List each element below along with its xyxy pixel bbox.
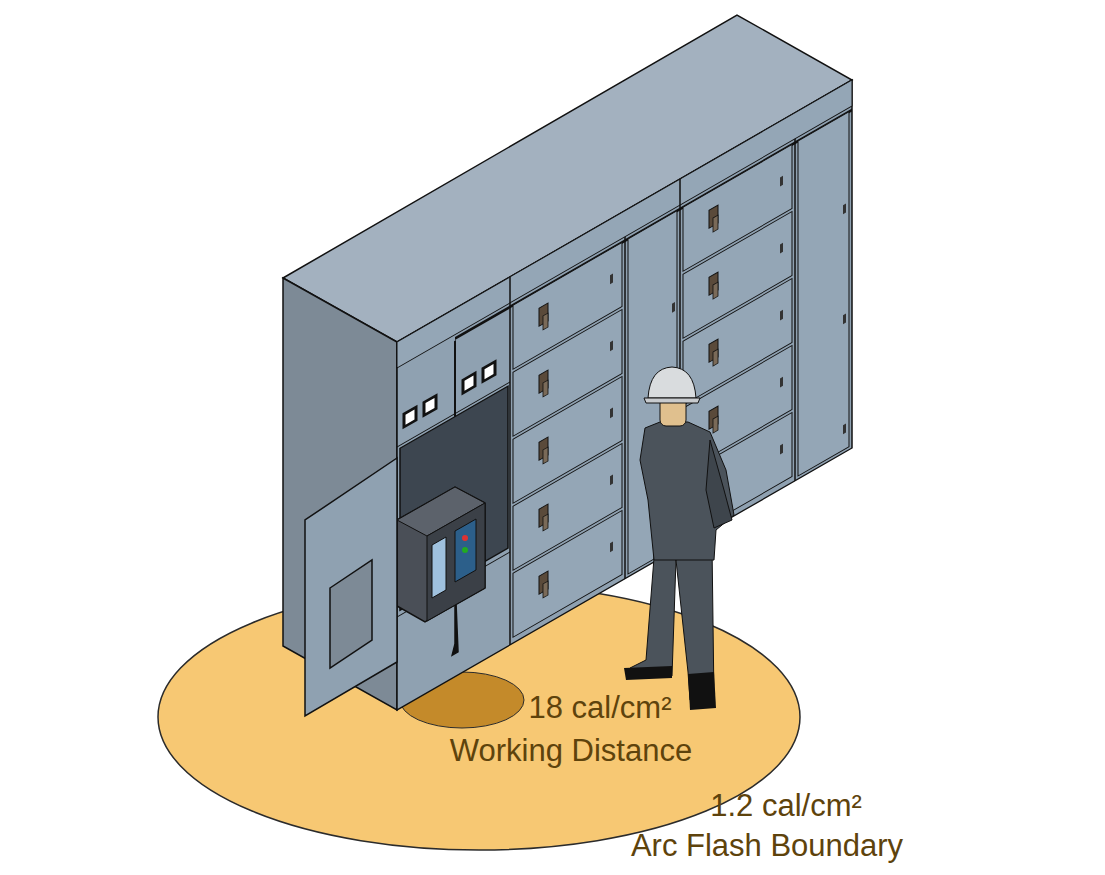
breaker-display bbox=[432, 537, 446, 598]
breaker-unit bbox=[397, 487, 485, 622]
breaker-face bbox=[427, 503, 485, 621]
breaker-controls bbox=[455, 519, 476, 582]
drawer-handle bbox=[713, 349, 718, 366]
drawer-handle bbox=[543, 581, 548, 598]
breaker-button bbox=[462, 547, 468, 553]
drawer-handle bbox=[543, 380, 548, 397]
drawer-latch bbox=[780, 444, 783, 455]
drawer-handle bbox=[543, 514, 548, 531]
drawer-latch bbox=[610, 341, 613, 352]
drawer-latch bbox=[780, 310, 783, 321]
door-latch bbox=[843, 423, 846, 434]
breaker-button bbox=[462, 535, 468, 541]
drawer-latch bbox=[610, 475, 613, 486]
worker-figure bbox=[624, 367, 734, 710]
drawer-door bbox=[513, 510, 622, 637]
drawer-handle bbox=[543, 447, 548, 464]
drawer-latch bbox=[610, 274, 613, 285]
door-window bbox=[330, 560, 372, 668]
drawer-handle bbox=[713, 215, 718, 232]
drawer-latch bbox=[780, 377, 783, 388]
floor-label: Working Distance bbox=[450, 733, 692, 769]
cabinet-front bbox=[397, 80, 852, 710]
drawer-latch bbox=[610, 408, 613, 419]
door-latch bbox=[843, 313, 846, 324]
floor-label: Arc Flash Boundary bbox=[631, 828, 903, 864]
drawer-handle bbox=[713, 416, 718, 433]
door-latch bbox=[843, 203, 846, 214]
floor-label: 18 cal/cm² bbox=[529, 690, 672, 726]
drawer-handle bbox=[543, 313, 548, 330]
drawer-latch bbox=[610, 542, 613, 553]
door-latch bbox=[672, 302, 675, 313]
floor-label: 1.2 cal/cm² bbox=[710, 788, 862, 824]
open-door bbox=[305, 458, 397, 716]
drawer-latch bbox=[780, 243, 783, 254]
drawer-handle bbox=[713, 282, 718, 299]
drawer-latch bbox=[780, 176, 783, 187]
